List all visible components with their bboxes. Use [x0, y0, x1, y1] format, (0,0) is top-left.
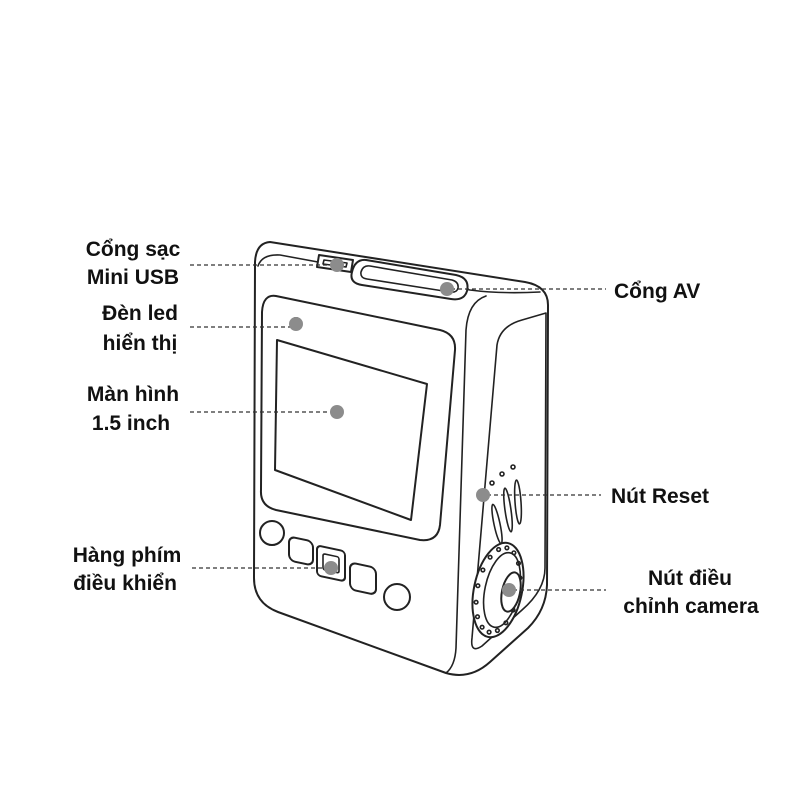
camera-knob-dot: [511, 550, 517, 556]
device-front-right-edge: [445, 295, 487, 674]
button-left: [288, 536, 314, 566]
device-top-edge: [257, 254, 541, 294]
camera-knob-dot: [496, 546, 502, 553]
label-camera-line2: chỉnh camera: [623, 595, 759, 618]
label-av: Cổng AV: [614, 280, 700, 303]
camera-knob-dot: [515, 560, 522, 566]
camera-knob-dot: [503, 620, 509, 626]
device-side-panel: [470, 312, 547, 650]
camera-knob-dot: [474, 614, 481, 620]
camera-knob-dot: [480, 567, 486, 573]
label-usb-line2: Mini USB: [87, 266, 179, 289]
camera-knob-dot: [494, 627, 501, 634]
labels: Cổng sạc Mini USB Đèn led hiển thị Màn h…: [73, 238, 759, 618]
label-reset: Nút Reset: [611, 485, 709, 508]
marker-keys: [324, 561, 338, 575]
label-led-line1: Đèn led: [102, 302, 178, 325]
label-keys-line2: điều khiển: [73, 572, 177, 595]
vent-slot-3: [513, 479, 523, 525]
camera-knob-dot: [487, 554, 493, 560]
marker-usb: [330, 258, 344, 272]
camera-knob-dots: [473, 545, 523, 635]
markers: [289, 258, 516, 597]
marker-camera: [502, 583, 516, 597]
marker-screen: [330, 405, 344, 419]
button-round-right: [383, 583, 411, 611]
side-dot-1: [489, 480, 495, 486]
vent-slot-2: [502, 487, 514, 533]
label-keys-line1: Hàng phím: [73, 544, 182, 567]
button-right: [349, 562, 377, 595]
label-usb-line1: Cổng sạc: [86, 238, 181, 261]
label-screen-line2: 1.5 inch: [92, 412, 170, 435]
side-dot-3: [510, 464, 516, 470]
camera-knob-dot: [504, 545, 510, 551]
button-round-left: [259, 520, 285, 546]
marker-av: [440, 282, 454, 296]
label-led-line2: hiển thị: [103, 332, 178, 355]
camera-knob-dot: [479, 624, 485, 630]
camera-knob-dot: [475, 583, 481, 589]
dashcam-device: [253, 241, 549, 676]
marker-reset: [476, 488, 490, 502]
leader-lines: [190, 264, 606, 591]
marker-led: [289, 317, 303, 331]
camera-knob-dot: [486, 629, 492, 635]
camera-knob-dot: [473, 599, 479, 605]
label-camera-line1: Nút điều: [648, 567, 732, 590]
display-screen: [274, 339, 428, 521]
side-dot-2: [499, 471, 505, 477]
label-screen-line1: Màn hình: [87, 383, 179, 406]
